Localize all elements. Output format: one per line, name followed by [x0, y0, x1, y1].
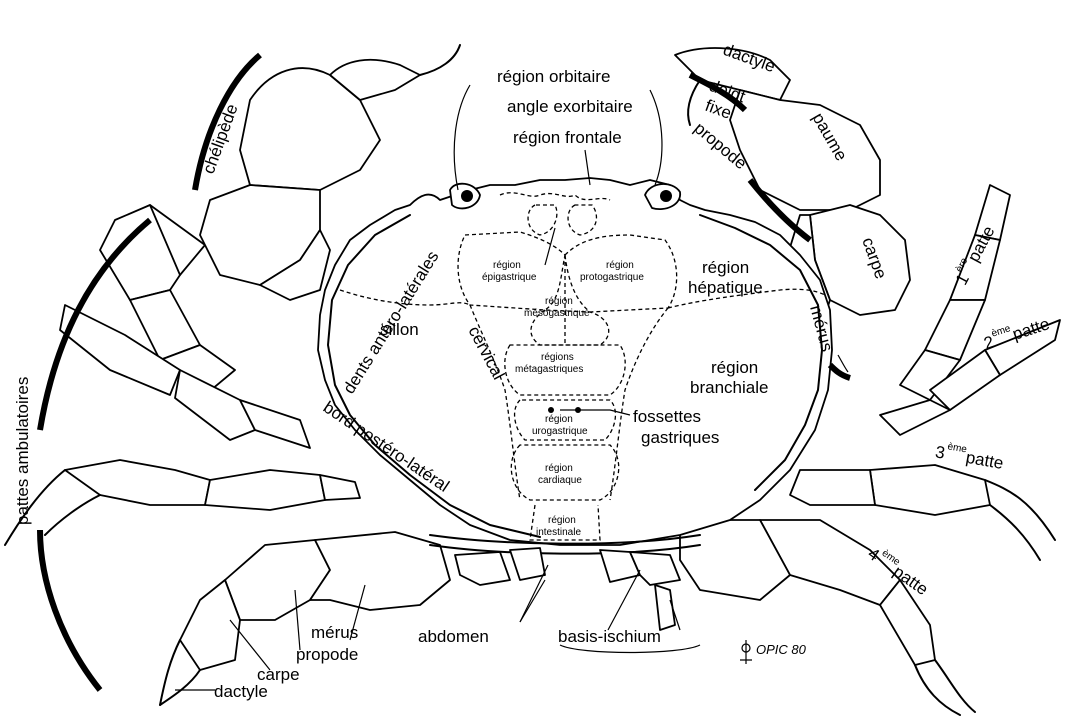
label-gastriques: gastriques [641, 428, 719, 447]
label-mesogastrique-2: mésogastrique [524, 308, 590, 319]
label-urogastrique-1: région [545, 414, 573, 425]
label-region-hepatique-2: hépatique [688, 278, 763, 297]
label-urogastrique-2: urogastrique [532, 426, 588, 437]
label-sillon: sillon [380, 320, 419, 339]
label-region-branchiale-2: branchiale [690, 378, 768, 397]
label-mesogastrique-1: région [545, 296, 573, 307]
label-fossettes: fossettes [633, 407, 701, 426]
label-abdomen: abdomen [418, 627, 489, 646]
label-region-frontale: région frontale [513, 128, 622, 147]
label-intestinale-2: intestinale [536, 527, 581, 538]
svg-text:OPIC 80: OPIC 80 [756, 642, 807, 657]
label-epigastrique-1: région [493, 260, 521, 271]
label-metagastriques-1: régions [541, 352, 574, 363]
label-cardiaque-2: cardiaque [538, 475, 582, 486]
label-cardiaque-1: région [545, 463, 573, 474]
svg-text:3: 3 [934, 442, 947, 462]
label-region-orbitaire: région orbitaire [497, 67, 610, 86]
label-basis-ischium: basis-ischium [558, 627, 661, 646]
label-region-branchiale-1: région [711, 358, 758, 377]
label-angle-exorbitaire: angle exorbitaire [507, 97, 633, 116]
svg-text:ème: ème [947, 441, 968, 455]
label-protogastrique-2: protogastrique [580, 272, 644, 283]
label-dactyle-left: dactyle [214, 682, 268, 701]
label-metagastriques-2: métagastriques [515, 364, 583, 375]
label-merus-left: mérus [311, 623, 358, 642]
label-region-hepatique-1: région [702, 258, 749, 277]
label-epigastrique-2: épigastrique [482, 272, 537, 283]
label-pattes-ambulatoires: pattes ambulatoires [13, 377, 32, 525]
label-intestinale-1: région [548, 515, 576, 526]
artist-signature: OPIC 80 [740, 640, 807, 664]
svg-text:patte: patte [964, 448, 1005, 473]
abdomen-and-basis [455, 548, 680, 630]
label-protogastrique-1: région [606, 260, 634, 271]
label-propode-left: propode [296, 645, 358, 664]
